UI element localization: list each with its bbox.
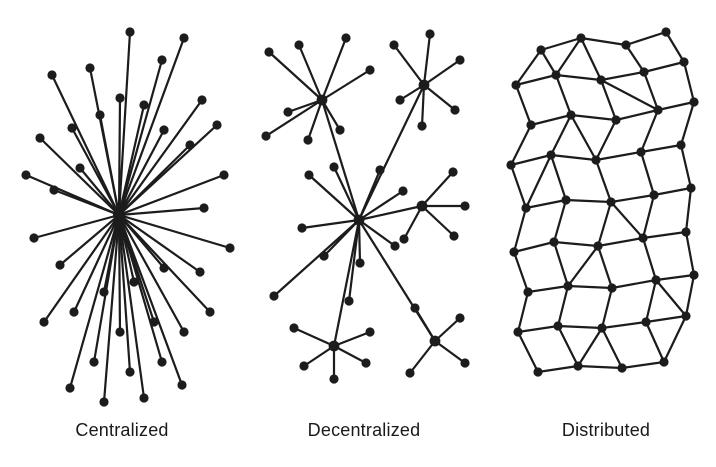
centralized-label: Centralized xyxy=(75,420,169,440)
panel-centralized: Centralized xyxy=(12,10,235,441)
panel-decentralized: Decentralized xyxy=(254,10,474,441)
panel-distributed: Distributed xyxy=(496,10,716,441)
decentralized-label: Decentralized xyxy=(307,420,421,440)
centralized-network-diagram xyxy=(21,27,235,407)
distributed-network-diagram xyxy=(506,27,699,377)
distributed-label: Distributed xyxy=(561,420,651,440)
decentralized-network-diagram xyxy=(261,29,470,384)
